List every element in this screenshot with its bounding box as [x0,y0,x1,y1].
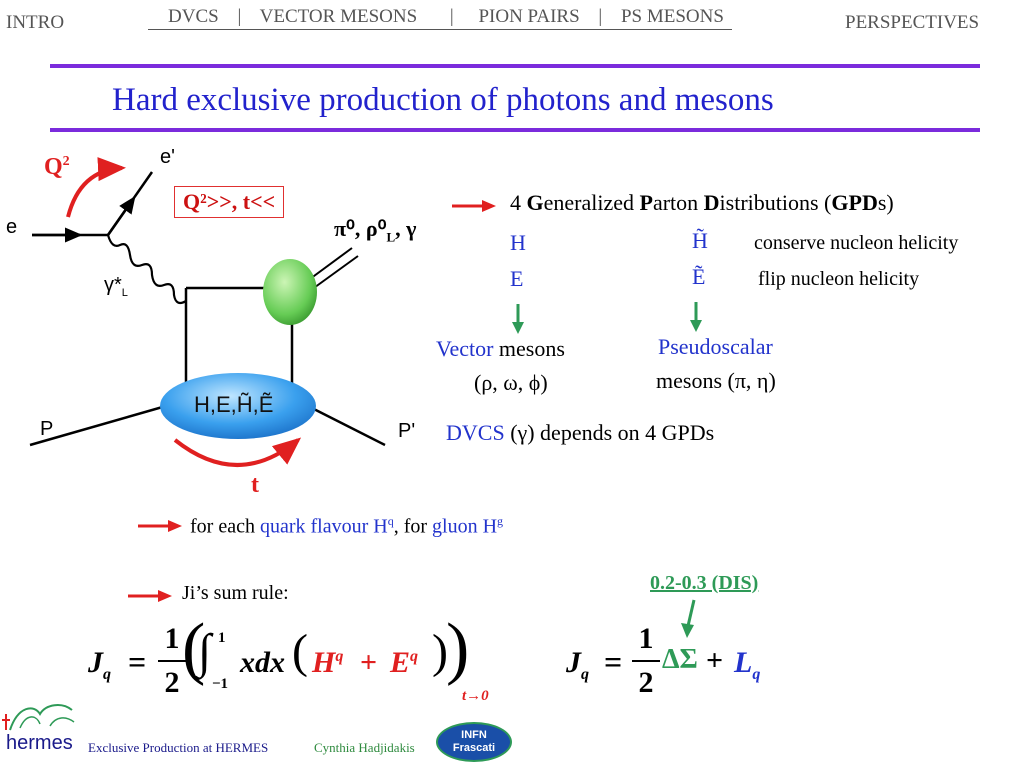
eq2-l: Lq [734,646,761,683]
top-rule [50,64,980,68]
gpd-h-description: conserve nucleon helicity [754,232,959,254]
proton-out-label: P' [398,420,416,442]
eq1-e: Eq [390,646,419,679]
dis-arrow-icon [681,599,696,638]
flavour-statement: for each quark flavour Hq, for gluon Hg [190,514,504,538]
eq1-numerator: 1 [164,622,180,655]
dis-value-label: 0.2-0.3 (DIS) [650,572,759,594]
virtual-photon-line [106,234,187,305]
eq1-denominator: 2 [164,666,180,699]
electron-out-arrow [106,195,136,236]
bottom-rule [50,128,980,132]
nav-intro[interactable]: INTRO [6,12,64,34]
gpd-heading: 4 Generalized Parton Distributions (GPDs… [510,190,894,215]
nav-ps-mesons[interactable]: PS MESONS [620,6,724,27]
proton-in-label: P [40,418,54,440]
vector-mesons-label: Vector mesons [436,336,565,361]
nav-perspectives[interactable]: PERSPECTIVES [845,12,979,34]
gpd-blob [160,373,316,439]
infn-logo-text: INFN [461,729,487,741]
gpd-blob-label: H,E,H̃,Ẽ [194,392,274,417]
eq1-lower-limit: −1 [212,676,229,692]
vector-mesons-list: (ρ, ω, ϕ) [474,370,548,395]
hermes-logo-icon [2,704,75,731]
eq2-j: Jq [566,646,589,683]
nav-center: DVCS | VECTOR MESONS | PION PAIRS | PS M… [148,6,732,30]
eq2-denominator: 2 [638,666,654,699]
eq1-equals: = [128,644,147,680]
pseudoscalar-label: Pseudoscalar [658,334,773,359]
gpd-h-tilde: H̃ [692,228,708,253]
ji-sum-rule-label: Ji’s sum rule: [182,582,289,604]
page-title: Hard exclusive production of photons and… [112,82,774,118]
nav-vector-mesons[interactable]: VECTOR MESONS [259,6,418,27]
hermes-logo-text: hermes [6,732,73,754]
eq1-upper-limit: 1 [218,630,226,646]
eq2-numerator: 1 [638,622,654,655]
products-label: π⁰, ρ⁰L, γ [334,216,417,245]
vector-arrow-icon [512,304,524,334]
proton-in-line [29,400,181,447]
eq2-equals: = [604,644,623,680]
gpd-arrow-icon [452,200,496,212]
q2-label: Q2 [44,154,70,180]
flavour-arrow-icon [138,520,182,532]
feynman-diagram [29,157,386,467]
q2-arrow-icon [66,157,126,218]
footer-author: Cynthia Hadjidakis [314,740,415,755]
eq2-fraction-bar [632,660,660,662]
photon-label: γ*L [104,274,128,299]
t-label: t [251,472,259,498]
eq1-paren-close: ) [446,610,470,687]
eq1-xdx: xdx [240,646,285,679]
pseudoscalar-arrow-icon [690,302,702,332]
nav-separator: | [237,6,242,27]
infn-logo: INFN Frascati [436,722,512,762]
eq1-paren-inner-open: ( [292,625,308,678]
nav-separator: | [449,6,454,27]
gpd-e: E [510,266,524,291]
pseudoscalar-mesons-list: mesons (π, η) [656,368,776,393]
eq2-delta-sigma: ΔΣ [662,644,698,675]
dvcs-statement: DVCS (γ) depends on 4 GPDs [446,420,715,445]
eq1-plus: + [360,646,378,679]
gpd-h: H [510,230,526,255]
eq2-plus: + [706,644,724,677]
eq1-paren-inner-close: ) [432,625,448,678]
nav-pion-pairs[interactable]: PION PAIRS [478,6,580,27]
nav-dvcs[interactable]: DVCS [168,6,219,27]
gpd-e-tilde: Ẽ [692,264,706,289]
nav-separator: | [598,6,603,27]
eq1-limit: t→0 [462,688,489,704]
t-arrow-icon [173,437,302,467]
footer-presentation-title: Exclusive Production at HERMES [88,740,269,755]
eq1-j: Jq [88,646,111,683]
nav-intro-link[interactable]: INTRO [6,12,65,33]
gpd-e-description: flip nucleon helicity [758,268,920,290]
kinematic-condition-box: Q²>>, t<< [174,186,285,218]
nav-perspectives-link[interactable]: PERSPECTIVES [845,12,980,33]
infn-logo-subtext: Frascati [452,742,496,754]
eq1-fraction-bar [158,660,186,662]
eq1-paren-open: ( [182,610,206,687]
meson-blob [263,259,317,325]
electron-in-label: e [6,216,18,238]
eq1-integral: ∫ [198,625,212,678]
electron-out-label: e' [160,146,175,168]
eq1-h: Hq [312,646,344,679]
ji-arrow-icon [128,590,172,602]
